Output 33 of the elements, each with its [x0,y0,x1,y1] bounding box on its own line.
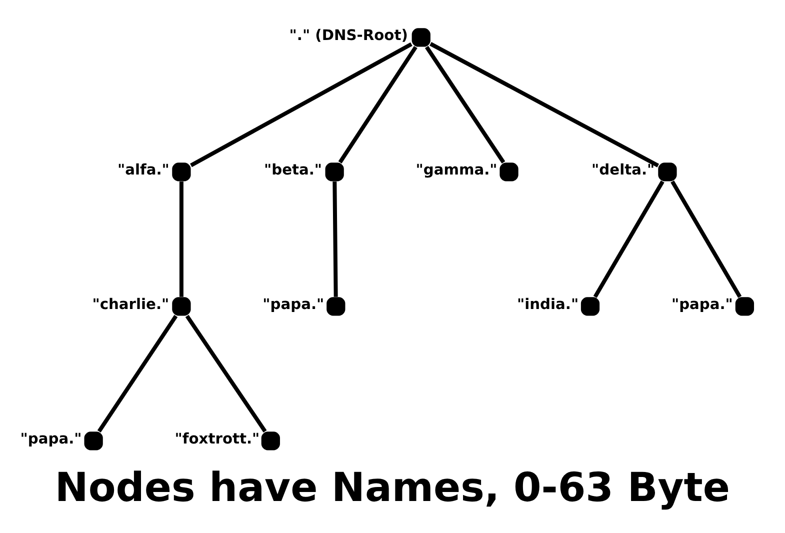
node-label: "." (DNS-Root) [289,26,408,44]
node-circle [326,297,346,316]
node-circle [580,297,600,316]
node-label: "delta." [592,161,655,178]
connector [185,314,267,432]
node-circle [261,432,280,450]
node-label: "papa." [671,296,733,313]
node-circle [84,432,103,450]
connector [179,182,184,297]
node-circle [325,162,344,182]
node-label: "india." [517,296,579,313]
connector [97,314,178,432]
node-circle [412,28,430,47]
node-label: "alfa." [118,161,170,178]
node-circle [172,297,191,316]
connector [424,46,506,164]
node-label: "papa." [262,296,324,313]
connector [430,42,660,168]
connector [593,180,664,298]
node-label: "papa." [20,430,82,448]
node-circle [735,297,754,316]
node-label: "gamma." [416,161,498,178]
node-circle [500,162,518,182]
connector [338,46,418,164]
connector [670,180,742,298]
node-circle [172,162,191,182]
node-label: "charlie." [92,296,170,313]
node-label: "beta." [264,161,322,178]
caption: Nodes have Names, 0-63 Byte [54,464,730,511]
node-label: "foxtrott." [174,430,260,448]
connector [190,42,412,168]
connector [332,182,338,297]
node-circle [658,162,677,182]
